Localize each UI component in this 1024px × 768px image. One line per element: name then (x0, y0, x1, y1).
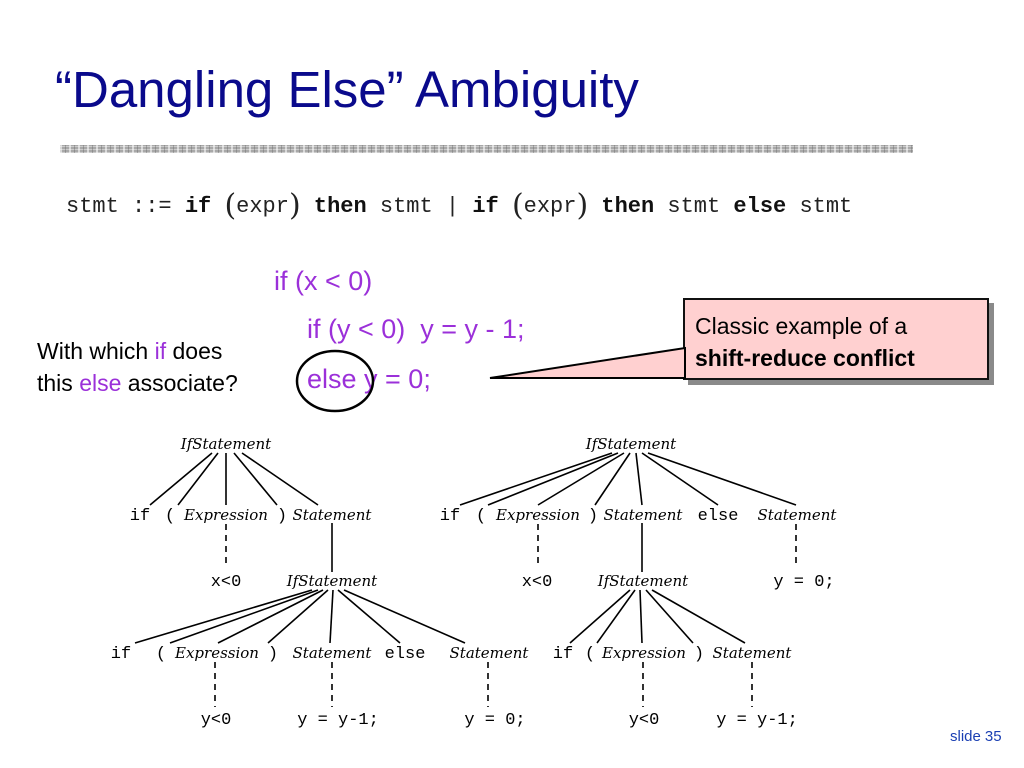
tree-left-inner-statement: Statement (293, 644, 373, 662)
grammar-keyword-if: if (184, 194, 212, 219)
grammar-keyword-else: else (733, 194, 787, 219)
tree-left-inner-rparen: ) (268, 645, 278, 664)
tree-right-inner-lparen: ( (585, 645, 595, 664)
callout-emphasis: shift-reduce conflict (695, 345, 915, 371)
grammar-keyword-if: if (472, 194, 499, 219)
grammar-nonterminal: stmt (667, 194, 721, 219)
grammar-alternative-bar: | (445, 194, 460, 219)
tree-right-lparen: ( (476, 507, 486, 526)
grammar-open-paren: ( (511, 188, 524, 223)
grammar-open-paren: ( (224, 188, 237, 223)
tree-left-inner-then-leaf: y = y-1; (297, 711, 379, 730)
grammar-defined-as: ::= (132, 194, 172, 219)
tree-right-inner-cond-leaf: y<0 (629, 711, 660, 730)
tree-left-inner-root: IfStatement (286, 572, 378, 590)
tree-right-else-leaf: y = 0; (773, 573, 834, 592)
grammar-keyword-then: then (313, 194, 367, 219)
question-fragment: does (166, 338, 223, 364)
tree-right-inner-if: if (553, 645, 573, 664)
grammar-nonterminal: stmt (379, 194, 433, 219)
tree-right-rparen: ) (588, 507, 598, 526)
tree-right-inner-expression: Expression (601, 644, 686, 662)
tree-left-if: if (130, 507, 150, 526)
tree-right-inner-rparen: ) (694, 645, 704, 664)
tree-right-if: if (440, 507, 460, 526)
tree-left-inner-lparen: ( (156, 645, 166, 664)
grammar-expr: expr (236, 194, 289, 219)
grammar-keyword-then: then (601, 194, 655, 219)
tree-left-lparen: ( (165, 507, 175, 526)
parse-tree-right: IfStatement if ( Expression ) Statement … (440, 435, 838, 730)
tree-left-root: IfStatement (180, 435, 272, 453)
tree-right-root: IfStatement (585, 435, 677, 453)
tree-right-inner-root: IfStatement (597, 572, 689, 590)
tree-left-inner-if: if (111, 645, 131, 664)
parse-tree-left: IfStatement if ( Expression ) Statement … (111, 435, 530, 730)
question-text: With which if does this else associate? (37, 335, 238, 399)
grammar-close-paren: ) (288, 188, 301, 223)
question-line-2: this else associate? (37, 367, 238, 399)
tree-left-expression: Expression (183, 506, 268, 524)
grammar-rule: stmt ::= if (expr) then stmt | if (expr)… (66, 190, 852, 223)
callout-line-1: Classic example of a (695, 313, 908, 339)
slide-number-value: 35 (984, 728, 1002, 745)
tree-left-cond-leaf: x<0 (211, 573, 242, 592)
question-fragment: associate? (121, 370, 238, 396)
tree-right-statement: Statement (604, 506, 684, 524)
grammar-close-paren: ) (576, 188, 589, 223)
slide-title: “Dangling Else” Ambiguity (55, 61, 639, 118)
tree-left-inner-else-leaf: y = 0; (464, 711, 525, 730)
tree-right-else-statement: Statement (758, 506, 838, 524)
tree-right-cond-leaf: x<0 (522, 573, 553, 592)
tree-right-else: else (698, 507, 739, 526)
grammar-nonterminal: stmt (66, 194, 119, 219)
slide-label: slide (950, 728, 981, 745)
question-line-1: With which if does (37, 335, 238, 367)
question-fragment: this (37, 370, 80, 396)
callout-box: Classic example of a shift-reduce confli… (683, 298, 989, 380)
question-keyword-if: if (154, 338, 167, 364)
title-divider (60, 145, 913, 153)
tree-right-inner-then-leaf: y = y-1; (716, 711, 798, 730)
tree-right-expression: Expression (495, 506, 580, 524)
grammar-nonterminal: stmt (799, 194, 853, 219)
callout-line-2: shift-reduce conflict (695, 342, 977, 374)
tree-left-inner-cond-leaf: y<0 (201, 711, 232, 730)
tree-left-inner-expression: Expression (174, 644, 259, 662)
tree-left-inner-else-statement: Statement (450, 644, 530, 662)
tree-left-inner-else: else (385, 645, 426, 664)
tree-left-rparen: ) (277, 507, 287, 526)
tree-right-inner-statement: Statement (713, 644, 793, 662)
tree-left-statement: Statement (293, 506, 373, 524)
question-keyword-else: else (79, 370, 122, 396)
question-fragment: With which (37, 338, 155, 364)
grammar-expr: expr (523, 194, 577, 219)
